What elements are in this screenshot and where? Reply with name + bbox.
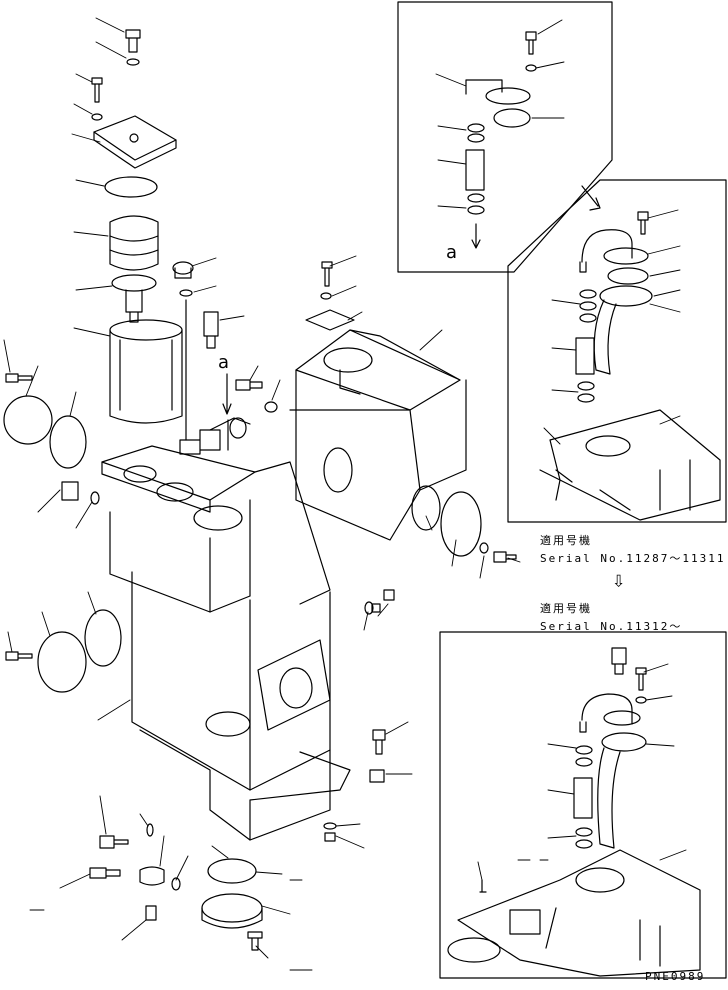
inset-hose-detail — [398, 2, 612, 272]
pointer-arrow-inset — [582, 186, 600, 210]
leader-lines — [4, 18, 686, 958]
side-tank-assembly — [290, 262, 516, 614]
reference-marker-main: a — [218, 352, 230, 373]
reference-marker-inset: a — [446, 242, 458, 263]
main-tank-assembly — [4, 30, 394, 950]
serial-range-2: Serial No.11312～ — [540, 620, 683, 633]
serial-range-1: Serial No.11287～11311 — [540, 552, 726, 565]
applicability-heading-2: 適用号機 — [540, 602, 592, 615]
inset-serial-11287-11311 — [508, 180, 726, 522]
down-arrow-icon: ⇩ — [612, 568, 626, 593]
drawing-code: PNE0989 — [645, 970, 706, 983]
reference-arrow-main — [223, 374, 231, 414]
applicability-heading-1: 適用号機 — [540, 534, 592, 547]
inset-serial-11312-on — [440, 632, 726, 978]
